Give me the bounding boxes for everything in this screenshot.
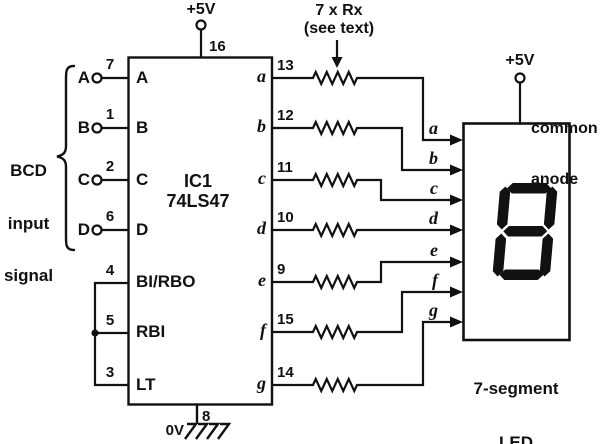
ic-out-e: e xyxy=(258,270,266,290)
display-caption-line1: 7-segment xyxy=(473,379,559,398)
wire-resistor-c xyxy=(272,171,450,202)
vcc-label: +5V xyxy=(186,1,216,18)
arrow-f-icon xyxy=(450,286,463,298)
ic-pin12-number: 12 xyxy=(277,107,294,124)
common-anode-line1: common xyxy=(531,120,598,137)
terminal-a-circle xyxy=(91,72,103,84)
wire-resistor-b xyxy=(272,119,450,172)
arrow-a-icon xyxy=(450,134,463,146)
ic-label-c: C xyxy=(136,170,149,189)
digit-segment-a xyxy=(507,183,552,194)
ic-label-b: B xyxy=(136,118,149,137)
junction-dot-icon xyxy=(91,329,99,337)
wire-resistor-d xyxy=(272,221,450,239)
ic-pin3-number: 3 xyxy=(105,364,115,381)
display-outline xyxy=(462,122,571,342)
ic-label-rbi: RBI xyxy=(136,322,166,341)
digit-segment-d xyxy=(499,269,544,280)
arrow-g-icon xyxy=(450,316,463,328)
ic-pin9-number: 9 xyxy=(277,261,286,278)
display-seg-c-label: c xyxy=(430,178,438,198)
digit-segment-e xyxy=(492,233,507,277)
control-tie-wire xyxy=(91,281,128,387)
rx-note-line2: (see text) xyxy=(303,20,375,37)
gnd-label: 0V xyxy=(165,422,184,439)
ic-pin5-number: 5 xyxy=(105,312,115,329)
display-seg-f-label: f xyxy=(432,270,438,290)
digit-segment-c xyxy=(539,233,554,277)
seven-segment-digit xyxy=(492,183,558,280)
segment-arrow-icons xyxy=(450,134,463,328)
ic-pin14-number: 14 xyxy=(277,364,294,381)
common-anode-line2: anode xyxy=(531,171,579,188)
brace-icon xyxy=(56,64,76,252)
rx-note-line1: 7 x Rx xyxy=(315,2,363,19)
ground-icon xyxy=(184,405,232,440)
terminal-b-label: B xyxy=(77,118,90,137)
ic-pin2-number: 2 xyxy=(105,158,115,175)
terminal-d-label: D xyxy=(77,220,90,239)
ic-out-b: b xyxy=(257,116,266,136)
ic-label-a: A xyxy=(136,68,149,87)
ic-pin11-number: 11 xyxy=(277,159,293,176)
bcd-input-label: BCD input signal xyxy=(0,127,57,320)
terminal-d-circle xyxy=(91,224,103,236)
ic-label-d: D xyxy=(136,220,149,239)
display-seg-g-label: g xyxy=(429,300,438,320)
common-anode-label: common anode xyxy=(531,86,598,222)
wire-resistor-a xyxy=(272,69,450,142)
vcc-terminal-icon xyxy=(195,19,207,57)
display-vcc-terminal-icon xyxy=(514,72,526,123)
ic-out-d: d xyxy=(257,218,266,238)
digit-segment-g xyxy=(503,226,548,237)
input-terminal-icons xyxy=(91,72,128,236)
terminal-c-label: C xyxy=(77,170,90,189)
ic-pin13-number: 13 xyxy=(277,57,294,74)
ic-out-f: f xyxy=(260,320,266,340)
display-caption-line2: LED xyxy=(499,433,533,444)
arrow-d-icon xyxy=(450,224,463,236)
terminal-c-circle xyxy=(91,174,103,186)
arrow-c-icon xyxy=(450,194,463,206)
digit-segment-b xyxy=(543,186,558,230)
rx-pointer-arrow-icon xyxy=(331,40,343,68)
ic-pin1-number: 1 xyxy=(105,106,115,123)
terminal-a-label: A xyxy=(77,68,90,87)
ic-pin8-number: 8 xyxy=(202,408,211,425)
display-caption: 7-segment LED display xyxy=(460,344,572,444)
display-seg-d-label: d xyxy=(429,208,438,228)
arrow-e-icon xyxy=(450,256,463,268)
bcd-label-line3: signal xyxy=(3,266,54,285)
ic-label-birbo: BI/RBO xyxy=(136,272,196,291)
ic-label-lt: LT xyxy=(136,375,156,394)
ic-pin16-number: 16 xyxy=(209,38,226,55)
display-vcc-label: +5V xyxy=(505,52,535,69)
bcd-label-line2: input xyxy=(7,213,50,233)
ic-ref: IC1 xyxy=(183,171,212,191)
arrow-b-icon xyxy=(450,164,463,176)
bcd-label-line1: BCD xyxy=(10,161,47,180)
wire-resistor-f xyxy=(272,290,450,341)
ic-out-g: g xyxy=(257,373,266,393)
display-seg-a-label: a xyxy=(429,118,438,138)
wire-resistor-g xyxy=(272,320,450,394)
ic-pin7-number: 7 xyxy=(105,56,115,73)
terminal-b-circle xyxy=(91,122,103,134)
ic-pin10-number: 10 xyxy=(277,209,294,226)
wire-resistor-e xyxy=(272,260,450,291)
ic-part: 74LS47 xyxy=(166,191,230,211)
ic-pin4-number: 4 xyxy=(105,262,115,279)
ic-out-c: c xyxy=(258,168,266,188)
digit-segment-f xyxy=(496,186,511,230)
ic-out-a: a xyxy=(257,66,266,86)
ic-pin15-number: 15 xyxy=(277,311,294,328)
display-seg-b-label: b xyxy=(429,148,438,168)
ic-pin6-number: 6 xyxy=(105,208,115,225)
display-seg-e-label: e xyxy=(430,240,438,260)
